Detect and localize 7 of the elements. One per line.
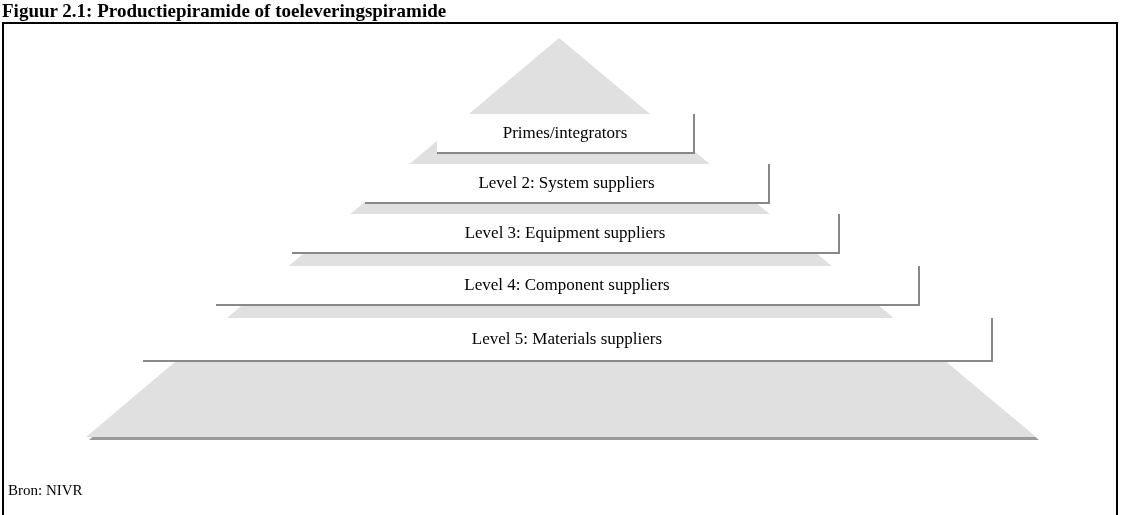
level-bar: Level 4: Component suppliers [216, 266, 920, 306]
level-bar: Level 5: Materials suppliers [143, 318, 993, 362]
figure-title: Figuur 2.1: Productiepiramide of toeleveringspiramide [2, 0, 447, 22]
source-note: Bron: NIVR [8, 482, 83, 499]
level-bar: Primes/integrators [437, 114, 695, 154]
level-bar: Level 2: System suppliers [365, 164, 770, 204]
level-bar: Level 3: Equipment suppliers [292, 214, 840, 254]
